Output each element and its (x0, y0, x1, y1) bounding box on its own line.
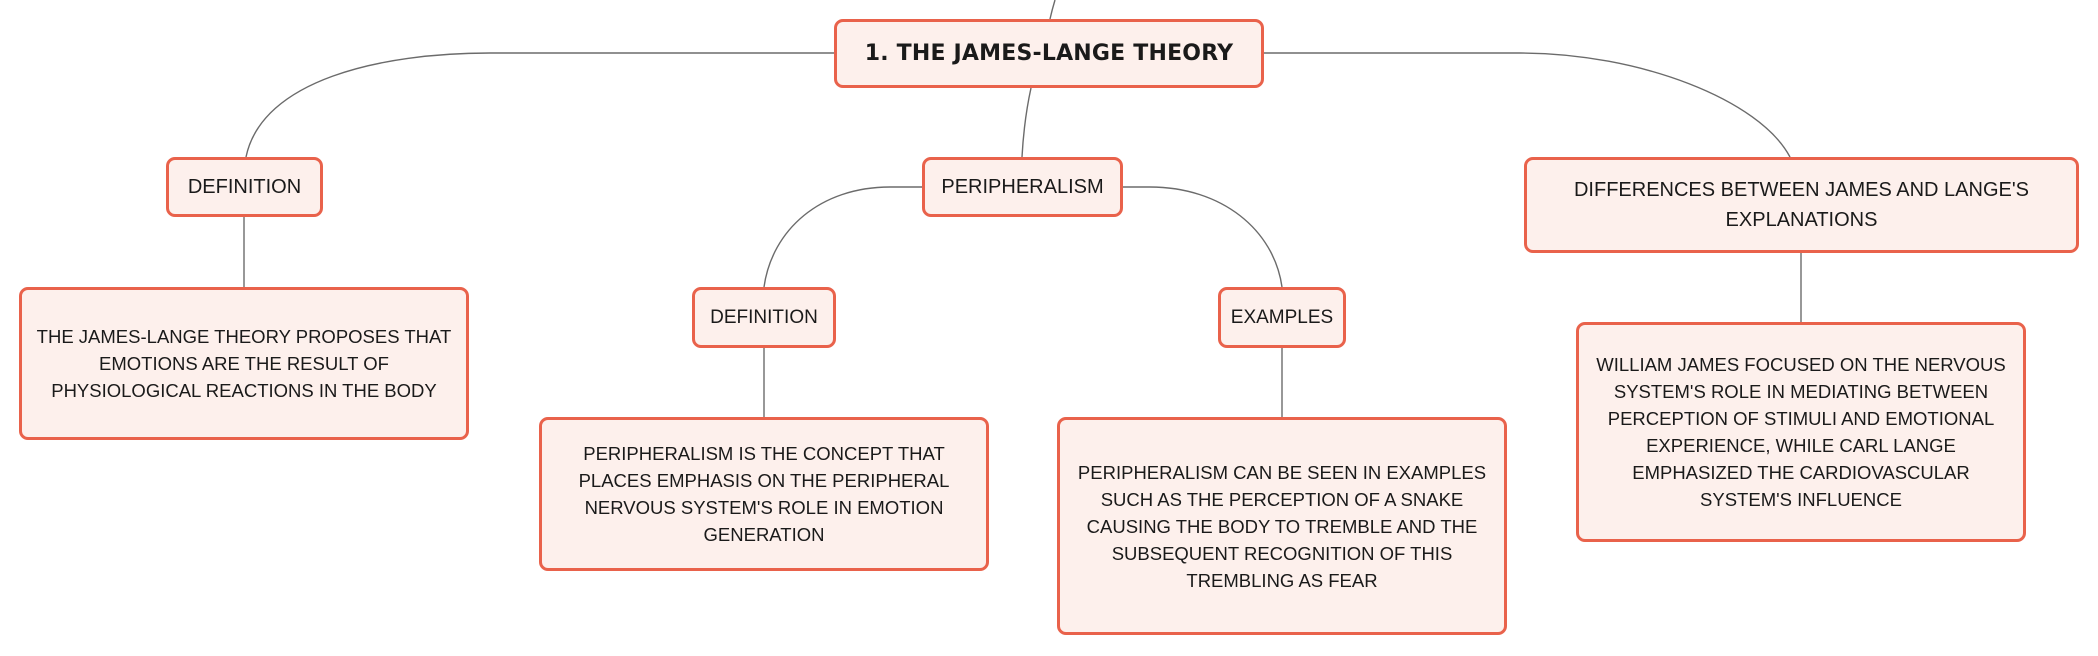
peripheralism-definition-label: DEFINITION (710, 306, 818, 328)
connector-root-peripheralism (1021, 87, 1032, 158)
differences-detail-node[interactable]: WILLIAM JAMES FOCUSED ON THE NERVOUS SYS… (1576, 322, 2026, 542)
definition-detail-node[interactable]: THE JAMES-LANGE THEORY PROPOSES THAT EMO… (19, 287, 469, 440)
peripheralism-definition-detail-node[interactable]: PERIPHERALISM IS THE CONCEPT THAT PLACES… (539, 417, 989, 571)
definition-detail-text: THE JAMES-LANGE THEORY PROPOSES THAT EMO… (36, 326, 452, 401)
peripheralism-definition-node[interactable]: DEFINITION (692, 287, 836, 348)
connector-root-differences (1264, 52, 1791, 158)
peripheralism-examples-label: EXAMPLES (1230, 306, 1334, 328)
connector-root-definition (245, 52, 834, 158)
root-node[interactable]: 1. THE JAMES-LANGE THEORY (834, 19, 1264, 88)
differences-node[interactable]: DIFFERENCES BETWEEN JAMES AND LANGE'S EX… (1524, 157, 2079, 253)
connector-peripheralism-examples (1123, 186, 1283, 288)
connector-peripheralism-definition (763, 186, 922, 288)
peripheralism-node-label: PERIPHERALISM (941, 175, 1104, 198)
peripheralism-examples-node[interactable]: EXAMPLES (1218, 287, 1346, 348)
definition-node[interactable]: DEFINITION (166, 157, 323, 217)
peripheralism-examples-detail-text: PERIPHERALISM CAN BE SEEN IN EXAMPLES SU… (1077, 461, 1487, 591)
peripheralism-node[interactable]: PERIPHERALISM (922, 157, 1123, 217)
root-node-label: 1. THE JAMES-LANGE THEORY (864, 41, 1234, 66)
peripheralism-examples-detail-node[interactable]: PERIPHERALISM CAN BE SEEN IN EXAMPLES SU… (1057, 417, 1507, 635)
connector-root-parent (1049, 0, 1056, 20)
differences-detail-text: WILLIAM JAMES FOCUSED ON THE NERVOUS SYS… (1596, 354, 2006, 510)
differences-node-label: DIFFERENCES BETWEEN JAMES AND LANGE'S EX… (1573, 179, 2029, 231)
peripheralism-definition-detail-text: PERIPHERALISM IS THE CONCEPT THAT PLACES… (578, 443, 950, 545)
definition-node-label: DEFINITION (187, 175, 302, 198)
